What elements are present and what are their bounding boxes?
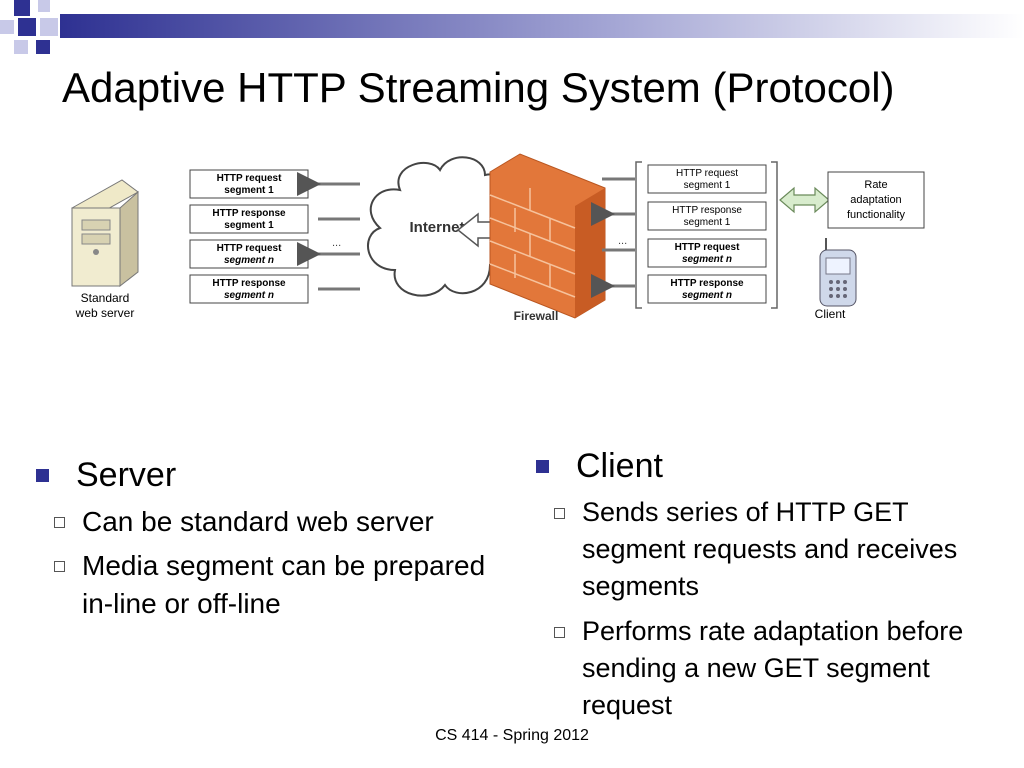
right-msg-3-line2: segment n [682, 254, 732, 265]
protocol-diagram: Standard web server HTTP request segment… [71, 153, 925, 323]
server-item-1: Can be standard web server [36, 503, 486, 541]
left-msg-2-line2: segment 1 [224, 220, 274, 231]
right-message-stack: HTTP request segment 1 HTTP response seg… [635, 161, 778, 309]
left-msg-3-line2: segment n [224, 255, 274, 266]
right-msg-1-line1: HTTP request [676, 168, 738, 179]
left-msg-1-line2: segment 1 [224, 185, 274, 196]
client-item-2-text: Performs rate adaptation before sending … [582, 616, 964, 720]
server-item-1-text: Can be standard web server [82, 506, 434, 537]
client-heading-item: Client [536, 446, 1014, 486]
left-msg-4-line2: segment n [224, 290, 274, 301]
server-label-line2: web server [75, 306, 135, 320]
firewall-icon [489, 153, 606, 319]
right-msg-2-line1: HTTP response [672, 205, 742, 216]
rate-adaptation-arrow [779, 186, 830, 214]
rate-adaptation-box [827, 171, 925, 229]
slide-title: Adaptive HTTP Streaming System (Protocol… [62, 64, 895, 111]
internet-label: Internet [409, 219, 464, 236]
square-bullet-icon [36, 469, 49, 482]
hollow-square-bullet-icon [54, 517, 65, 528]
left-msg-1-line1: HTTP request [217, 173, 282, 184]
hollow-square-bullet-icon [554, 627, 565, 638]
rate-box-line3: functionality [847, 209, 906, 221]
rate-box-line1: Rate [864, 179, 887, 191]
server-label-line1: Standard [81, 291, 130, 305]
phone-icon [819, 238, 857, 307]
client-item-2: Performs rate adaptation before sending … [536, 613, 1014, 724]
square-bullet-icon [536, 460, 549, 473]
server-section: Server Can be standard web server Media … [36, 455, 486, 623]
right-msg-1-line2: segment 1 [684, 180, 731, 191]
left-message-stack: HTTP request segment 1 HTTP response seg… [189, 169, 309, 304]
server-heading-item: Server [36, 455, 486, 495]
right-msg-2-line2: segment 1 [684, 217, 731, 228]
client-heading: Client [576, 447, 663, 485]
right-msg-3-line1: HTTP request [675, 242, 740, 253]
right-arrows [591, 177, 635, 298]
hollow-square-bullet-icon [54, 561, 65, 572]
firewall-label: Firewall [514, 309, 559, 323]
web-server-icon [71, 179, 139, 288]
slide-footer: CS 414 - Spring 2012 [435, 727, 589, 744]
rate-box-line2: adaptation [850, 194, 901, 206]
left-ellipsis: ... [332, 237, 341, 249]
client-item-1-text: Sends series of HTTP GET segment request… [582, 497, 958, 601]
hollow-square-bullet-icon [554, 508, 565, 519]
header-decoration [0, 0, 1024, 54]
left-msg-3-line1: HTTP request [217, 243, 282, 254]
right-ellipsis: ... [618, 235, 627, 247]
client-item-1: Sends series of HTTP GET segment request… [536, 494, 1014, 605]
left-arrows [297, 172, 360, 291]
client-label: Client [815, 307, 846, 321]
server-item-2-text: Media segment can be prepared in-line or… [82, 550, 486, 619]
left-msg-4-line1: HTTP response [212, 278, 286, 289]
left-msg-2-line1: HTTP response [212, 208, 286, 219]
right-msg-4-line2: segment n [682, 290, 732, 301]
right-msg-4-line1: HTTP response [670, 278, 744, 289]
server-heading: Server [76, 456, 177, 494]
client-section: Client Sends series of HTTP GET segment … [536, 446, 1014, 724]
server-item-2: Media segment can be prepared in-line or… [36, 547, 486, 623]
